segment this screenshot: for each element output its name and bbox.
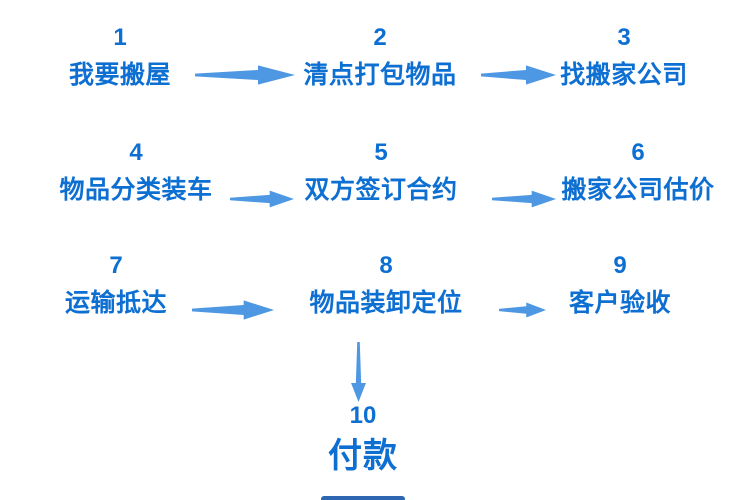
step-label: 运输抵达 bbox=[64, 289, 168, 317]
step-label: 我要搬屋 bbox=[68, 61, 172, 89]
step-10: 10 付款 bbox=[328, 404, 398, 476]
step-4: 4 物品分类装车 bbox=[59, 141, 212, 205]
step-1: 1 我要搬屋 bbox=[69, 26, 171, 90]
arrow-right-icon bbox=[492, 189, 556, 209]
step-label: 清点打包物品 bbox=[303, 61, 457, 89]
step-label: 物品分类装车 bbox=[59, 176, 213, 204]
step-5: 5 双方签订合约 bbox=[304, 141, 457, 205]
step-number: 6 bbox=[631, 139, 645, 166]
step-number: 7 bbox=[109, 252, 123, 279]
step-7: 7 运输抵达 bbox=[65, 254, 167, 318]
step-3: 3 找搬家公司 bbox=[560, 26, 688, 90]
arrow-right-icon bbox=[192, 299, 274, 321]
step-6: 6 搬家公司估价 bbox=[561, 141, 714, 205]
step-number: 8 bbox=[379, 252, 393, 279]
arrow-right-icon bbox=[230, 189, 294, 209]
step-label: 双方签订合约 bbox=[304, 176, 458, 204]
step-label: 找搬家公司 bbox=[560, 61, 688, 89]
step-label: 付款 bbox=[328, 437, 398, 475]
arrow-right-icon bbox=[481, 64, 556, 86]
step-number: 1 bbox=[113, 24, 127, 51]
arrow-right-icon bbox=[499, 301, 546, 319]
step-2: 2 清点打包物品 bbox=[303, 26, 456, 90]
arrow-right-icon bbox=[195, 64, 295, 86]
step-number: 2 bbox=[373, 24, 387, 51]
bottom-cutoff-element bbox=[321, 496, 405, 500]
step-label: 搬家公司估价 bbox=[561, 176, 715, 204]
step-number: 3 bbox=[617, 24, 631, 51]
step-number: 9 bbox=[613, 252, 627, 279]
step-9: 9 客户验收 bbox=[569, 254, 671, 318]
step-number: 4 bbox=[129, 139, 143, 166]
step-number: 5 bbox=[374, 139, 388, 166]
step-8: 8 物品装卸定位 bbox=[309, 254, 462, 318]
step-label: 物品装卸定位 bbox=[309, 289, 463, 317]
arrow-down-icon bbox=[350, 342, 367, 402]
step-label: 客户验收 bbox=[568, 289, 672, 317]
step-number: 10 bbox=[349, 402, 377, 429]
